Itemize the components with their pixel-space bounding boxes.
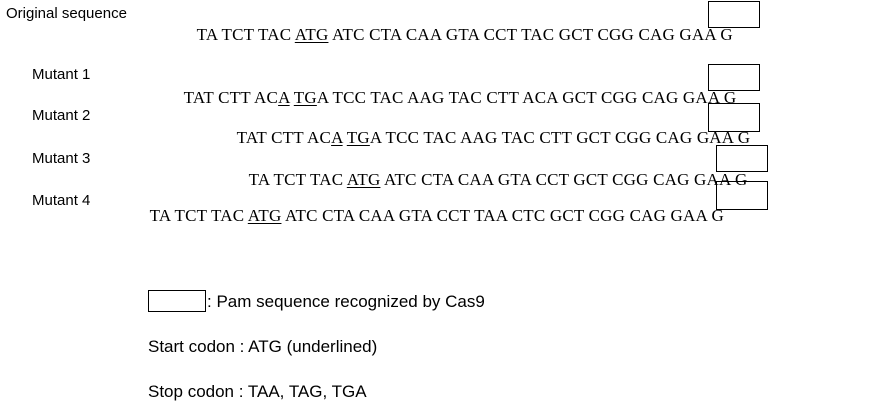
seq-segment: TAT CTT AC <box>183 88 279 107</box>
start-codon-part: A <box>278 88 290 107</box>
row-label-mutant-1: Mutant 1 <box>32 66 91 83</box>
legend-pam-box <box>148 290 206 312</box>
seq-segment: TA TCT TAC <box>149 206 248 225</box>
start-codon-part: TG <box>346 128 370 147</box>
seq-segment: A TCC TAC AAG TAC CTT ACA GCT <box>316 88 602 107</box>
pam-codon: CGG <box>588 206 626 225</box>
seq-segment: CAG GAA G <box>637 88 737 107</box>
row-label-original: Original sequence <box>6 5 127 22</box>
pam-box-original <box>708 1 760 28</box>
seq-segment: CAG GAA G <box>651 128 751 147</box>
legend-stop-codon: Stop codon : TAA, TAG, TGA <box>148 382 367 401</box>
pam-codon: CGG <box>597 25 635 44</box>
seq-segment: CAG GAA G <box>634 25 733 44</box>
seq-segment: CAG GAA G <box>648 170 748 189</box>
sequence-mutant-1: TAT CTT ACA TGA TCC TAC AAG TAC CTT ACA … <box>175 68 737 108</box>
legend-start-codon: Start codon : ATG (underlined) <box>148 337 378 356</box>
sequence-mutant-3: TA TCT TAC ATG ATC CTA CAA GTA CCT GCT C… <box>240 150 748 190</box>
pam-codon: CGG <box>612 170 649 189</box>
seq-segment: TAT CTT AC <box>236 128 332 147</box>
start-codon: ATG <box>346 170 381 189</box>
pam-box-mutant-3 <box>716 145 768 172</box>
seq-segment: CAG GAA G <box>625 206 724 225</box>
row-label-mutant-4: Mutant 4 <box>32 192 91 209</box>
start-codon: ATG <box>294 25 329 44</box>
seq-segment: ATC CTA CAA GTA CCT GCT <box>380 170 613 189</box>
row-label-mutant-3: Mutant 3 <box>32 150 91 167</box>
seq-segment: ATC CTA CAA GTA CCT TAA CTC GCT <box>281 206 589 225</box>
sequence-mutant-4: TA TCT TAC ATG ATC CTA CAA GTA CCT TAA C… <box>141 186 724 226</box>
legend-pam-text: : Pam sequence recognized by Cas9 <box>207 292 485 311</box>
pam-box-mutant-4 <box>716 181 768 210</box>
start-codon-part: A <box>331 128 343 147</box>
sequence-mutant-2: TAT CTT ACA TGA TCC TAC AAG TAC CTT GCT … <box>228 108 750 148</box>
pam-codon: CGG <box>601 88 638 107</box>
pam-codon: CGG <box>614 128 652 147</box>
seq-segment: TA TCT TAC <box>196 25 295 44</box>
seq-segment: ATC CTA CAA GTA CCT TAC GCT <box>328 25 598 44</box>
pam-box-mutant-2 <box>708 103 760 132</box>
start-codon: ATG <box>247 206 282 225</box>
sequence-original: TA TCT TAC ATG ATC CTA CAA GTA CCT TAC G… <box>188 5 733 45</box>
seq-segment: TA TCT TAC <box>248 170 347 189</box>
start-codon-part: TG <box>293 88 317 107</box>
seq-segment: A TCC TAC AAG TAC CTT GCT <box>369 128 615 147</box>
row-label-mutant-2: Mutant 2 <box>32 107 91 124</box>
pam-box-mutant-1 <box>708 64 760 91</box>
